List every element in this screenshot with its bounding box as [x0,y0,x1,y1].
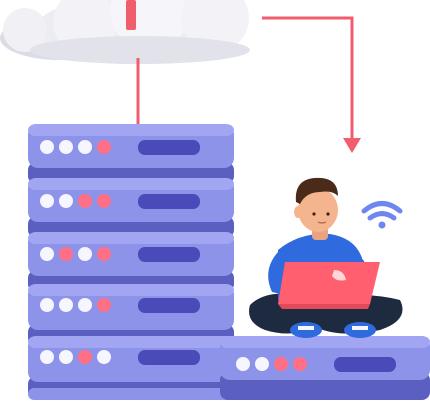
wifi-icon [361,201,403,229]
laptop-icon [278,262,380,309]
server-unit [28,178,234,238]
server-unit [28,124,234,184]
arrow-head [343,138,361,153]
arrow-icon [136,16,354,142]
server-stack-icon [28,124,234,400]
server-block-right [220,336,430,400]
server-unit [28,232,234,292]
cloud-icon [0,0,250,64]
